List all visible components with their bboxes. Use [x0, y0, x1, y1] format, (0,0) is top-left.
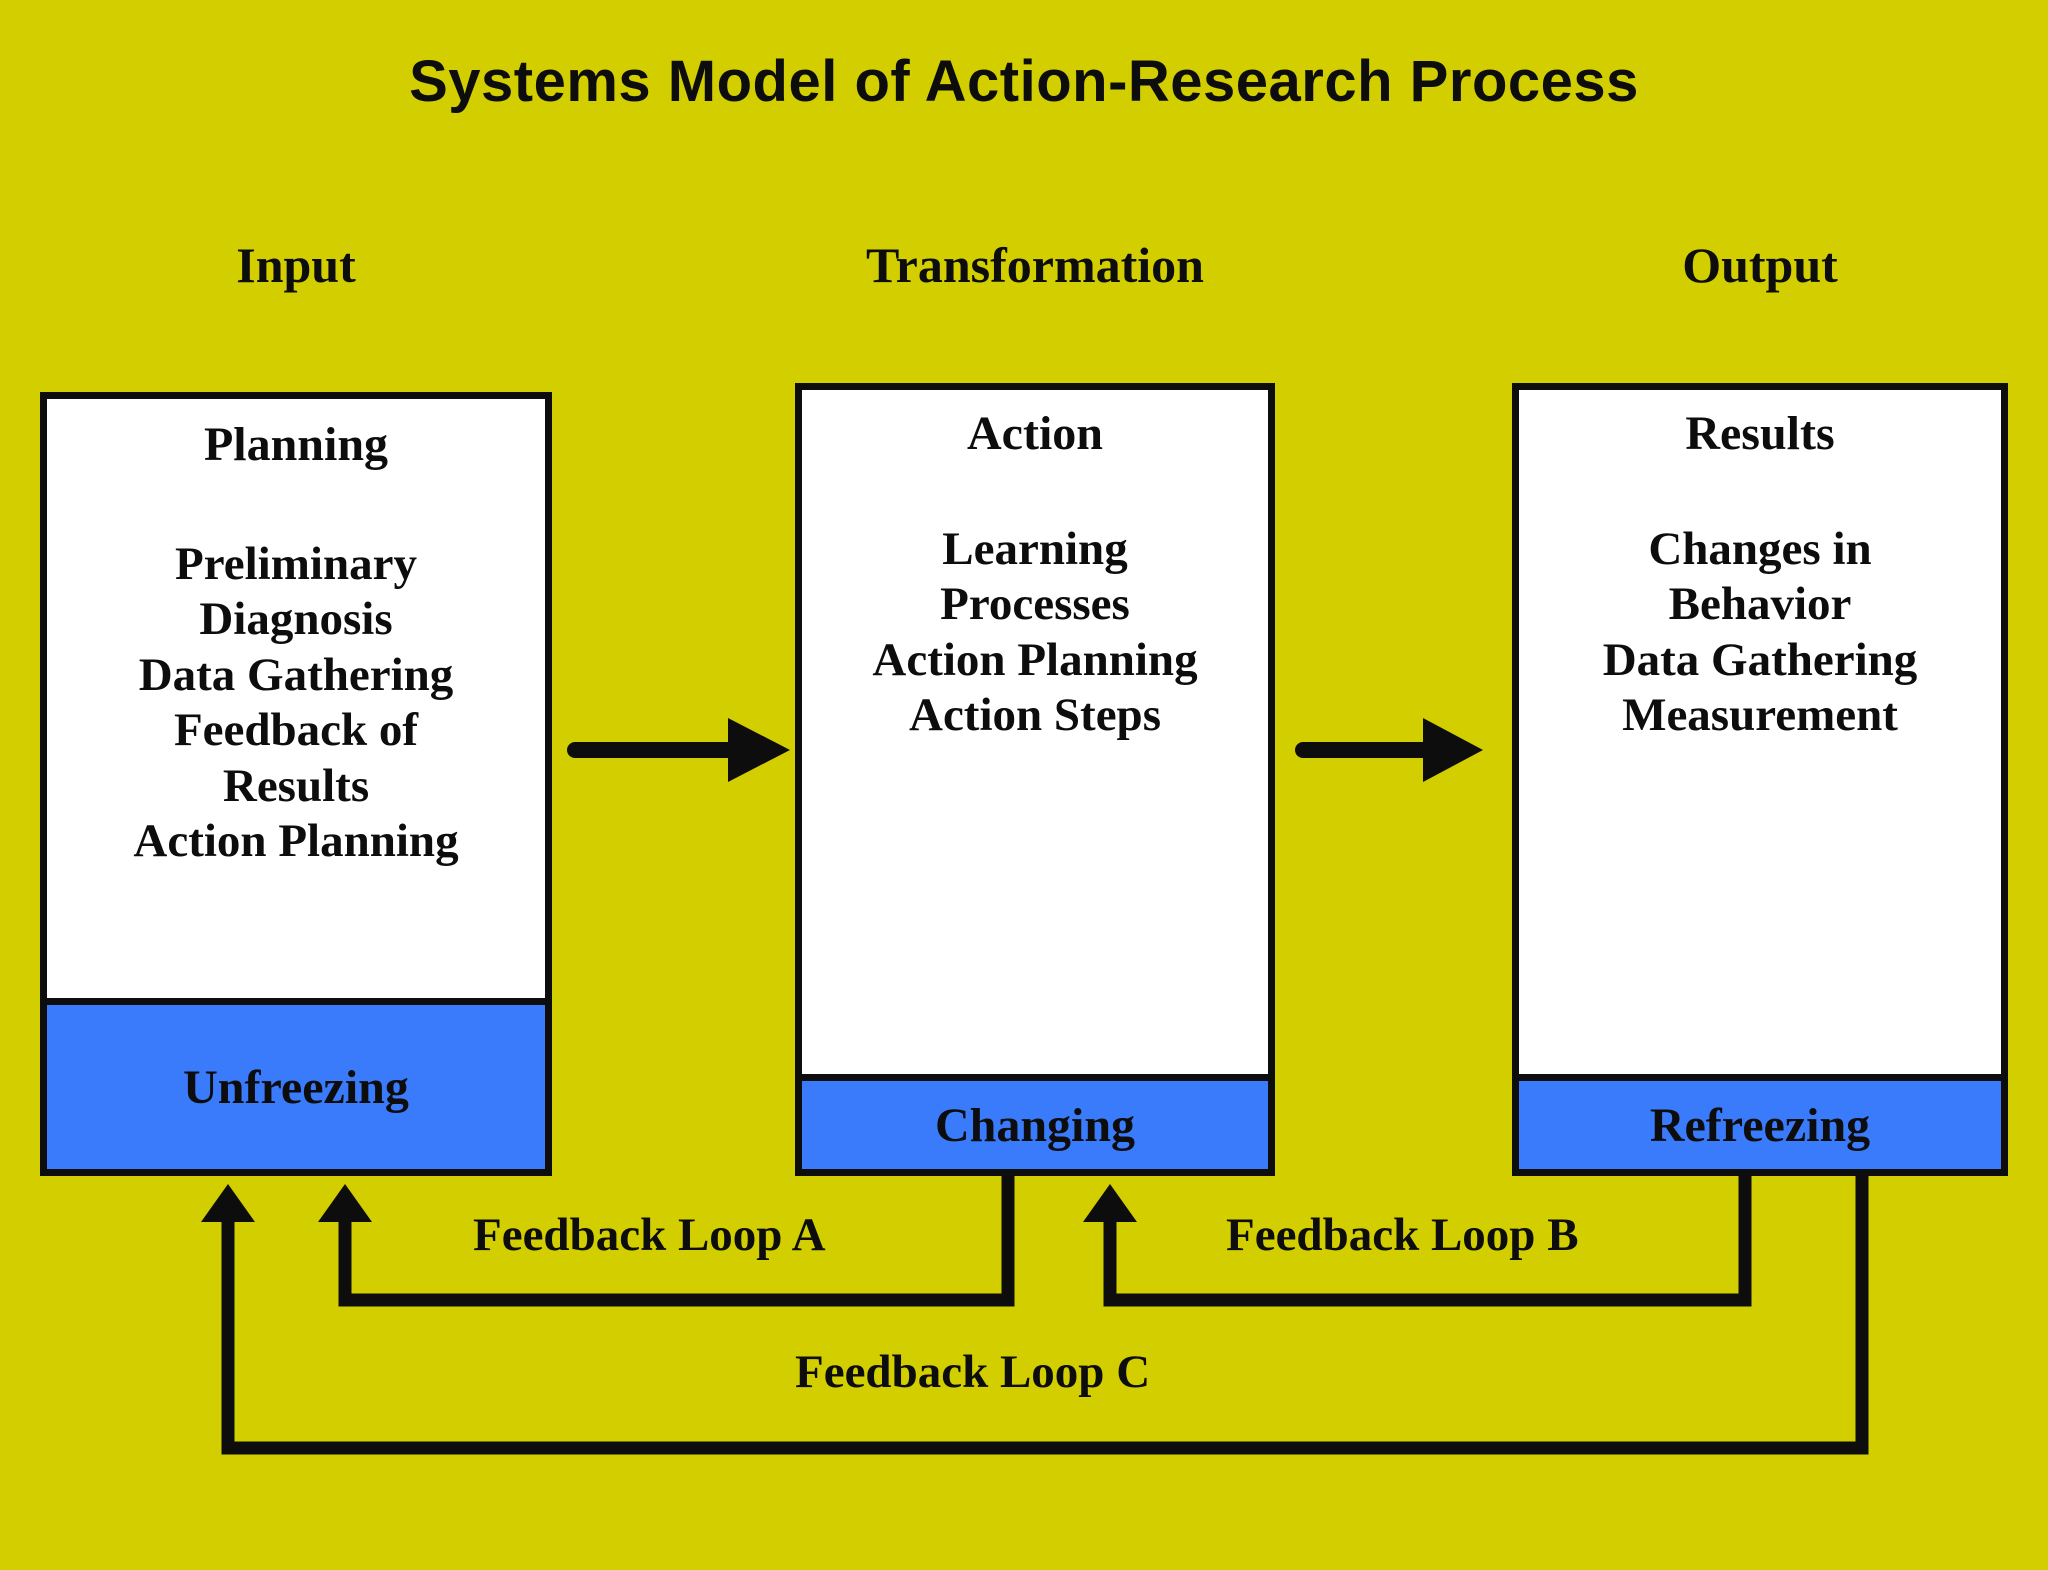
feedback-loop-c-connector [201, 1176, 1869, 1455]
page-title: Systems Model of Action-Research Process [409, 49, 1639, 114]
phase-item-list: Preliminary Diagnosis Data Gathering Fee… [55, 537, 537, 870]
phase-footer-refreezing: Refreezing [1519, 1074, 2001, 1169]
phase-box-body: Results Changes in Behavior Data Gatheri… [1519, 390, 2001, 1074]
phase-box-action[interactable]: Action Learning Processes Action Plannin… [795, 383, 1275, 1176]
phase-item-list: Learning Processes Action Planning Actio… [810, 522, 1260, 744]
phase-box-results[interactable]: Results Changes in Behavior Data Gatheri… [1512, 383, 2008, 1176]
list-item: Measurement [1622, 689, 1898, 742]
column-header-input: Input [236, 237, 356, 293]
phase-item-list: Changes in Behavior Data Gathering Measu… [1527, 522, 1993, 744]
feedback-loop-a-label: Feedback Loop A [473, 1209, 826, 1261]
column-header-transformation: Transformation [866, 237, 1204, 293]
phase-box-planning[interactable]: Planning Preliminary Diagnosis Data Gath… [40, 392, 552, 1176]
list-item: Action Steps [909, 689, 1161, 742]
list-item: Data Gathering [1602, 633, 1918, 686]
list-item: Processes [940, 578, 1130, 631]
list-item: Preliminary [175, 538, 417, 590]
list-item: Data Gathering [138, 648, 454, 701]
column-header-output: Output [1682, 237, 1838, 293]
phase-heading-results: Results [1685, 407, 1835, 460]
phase-box-body: Action Learning Processes Action Plannin… [802, 390, 1268, 1074]
list-item: Diagnosis [199, 593, 393, 646]
list-item: Changes in [1648, 523, 1872, 575]
list-item: Action Planning [872, 633, 1198, 686]
list-item: Learning [942, 523, 1128, 575]
phase-footer-unfreezing: Unfreezing [47, 998, 545, 1169]
phase-heading-planning: Planning [203, 418, 389, 471]
feedback-loop-b-label: Feedback Loop B [1226, 1209, 1579, 1261]
feedback-loop-c-label: Feedback Loop C [795, 1346, 1151, 1398]
phase-footer-changing: Changing [802, 1074, 1268, 1169]
list-item: Action Planning [133, 815, 459, 868]
arrow-action-to-results-icon [1295, 718, 1483, 782]
phase-box-body: Planning Preliminary Diagnosis Data Gath… [47, 399, 545, 998]
list-item: Results [222, 759, 370, 812]
arrow-planning-to-action-icon [567, 718, 790, 782]
phase-heading-action: Action [967, 407, 1103, 460]
list-item: Behavior [1668, 578, 1852, 631]
list-item: Feedback of [173, 704, 419, 757]
